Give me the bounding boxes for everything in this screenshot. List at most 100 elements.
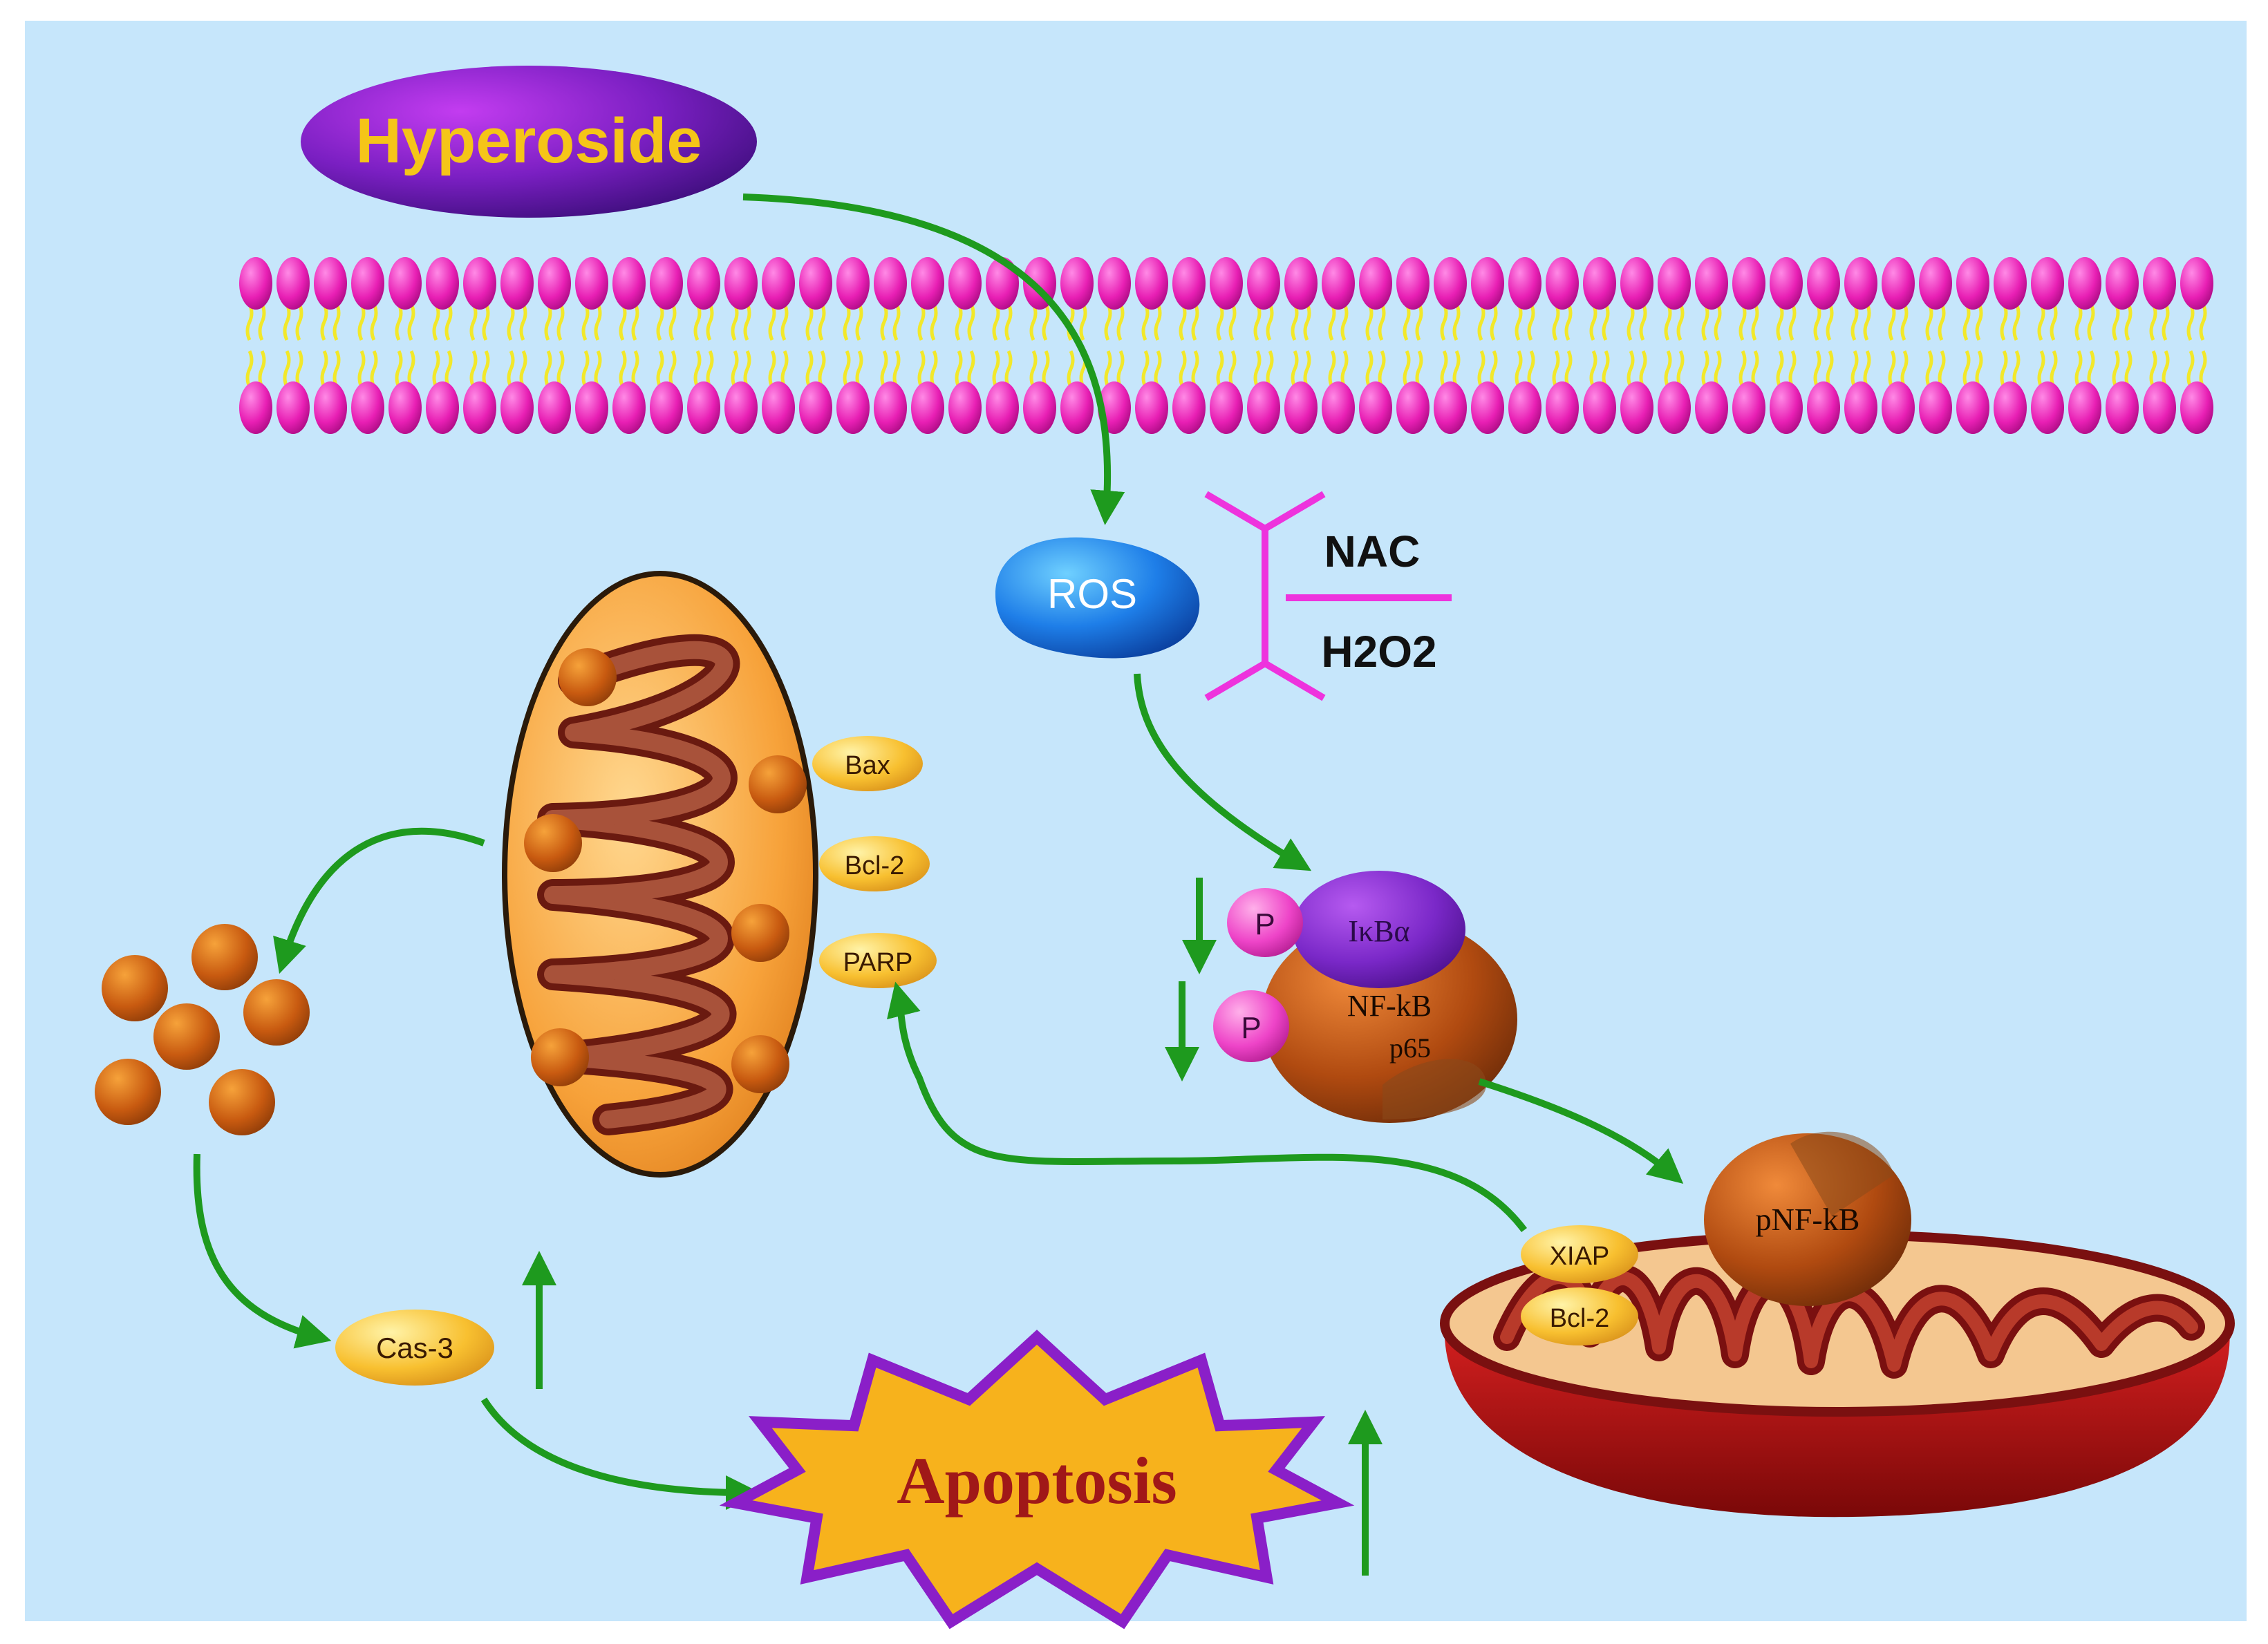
lipid-head bbox=[2106, 257, 2139, 310]
lipid-head bbox=[1770, 381, 1803, 434]
lipid-tail bbox=[2149, 303, 2157, 341]
lipid-tail bbox=[1850, 350, 1859, 388]
lipid-tail bbox=[1141, 303, 1150, 341]
lipid-tail bbox=[357, 350, 366, 388]
cas3-badge: Cas-3 bbox=[335, 1310, 494, 1386]
lipid-head bbox=[2068, 257, 2101, 310]
lipid-head bbox=[1844, 257, 1877, 310]
lipid-tail bbox=[1627, 303, 1635, 341]
lipid-tail bbox=[693, 303, 702, 341]
lipid-tail bbox=[2037, 303, 2045, 341]
lipid-tail bbox=[332, 350, 341, 388]
lipid-tail bbox=[1813, 303, 1821, 341]
lipid-head bbox=[1471, 257, 1504, 310]
lipid-tail bbox=[1938, 350, 1946, 388]
lipid-tail bbox=[1067, 350, 1075, 388]
lipid-tail bbox=[1925, 350, 1933, 388]
lipid-tail bbox=[1067, 303, 1075, 341]
lipid-head bbox=[1807, 257, 1840, 310]
lipid-head bbox=[1172, 381, 1206, 434]
lipid-tail bbox=[407, 303, 415, 341]
lipid-tail bbox=[1477, 303, 1486, 341]
lipid-head bbox=[314, 257, 347, 310]
lipid-head bbox=[1396, 381, 1430, 434]
lipid-tail bbox=[917, 350, 926, 388]
lipid-tail bbox=[469, 350, 478, 388]
lipid-tail bbox=[805, 350, 814, 388]
lipid-tail bbox=[855, 350, 863, 388]
lipid-tail bbox=[1116, 303, 1125, 341]
lipid-head bbox=[500, 257, 534, 310]
lipid-tail bbox=[370, 303, 378, 341]
lipid-tail bbox=[731, 303, 739, 341]
lipid-tail bbox=[1340, 303, 1349, 341]
lipid-head bbox=[277, 381, 310, 434]
lipid-tail bbox=[1079, 303, 1087, 341]
lipid-head bbox=[388, 381, 422, 434]
nucleus bbox=[1440, 1230, 2235, 1518]
lipid-tail bbox=[1776, 350, 1784, 388]
lipid-tail bbox=[1776, 303, 1784, 341]
lipid-tail bbox=[1042, 303, 1050, 341]
lipid-tail bbox=[1900, 350, 1909, 388]
lipid-tail bbox=[880, 350, 888, 388]
lipid-tail bbox=[1116, 350, 1125, 388]
nac-label: NAC bbox=[1324, 527, 1421, 576]
lipid-head bbox=[2106, 381, 2139, 434]
lipid-tail bbox=[768, 350, 776, 388]
lipid-tail bbox=[1564, 303, 1573, 341]
lipid-head bbox=[687, 257, 720, 310]
lipid-tail bbox=[1303, 350, 1311, 388]
lipid-head bbox=[2031, 381, 2064, 434]
lipid-tail bbox=[1552, 303, 1560, 341]
arrow-xiap-to-parp bbox=[886, 981, 1527, 1233]
lipid-head bbox=[1135, 257, 1168, 310]
lipid-head bbox=[463, 257, 496, 310]
lipid-tail bbox=[1340, 350, 1349, 388]
lipid-tail bbox=[395, 350, 403, 388]
xiap-badge: XIAP bbox=[1521, 1225, 1638, 1283]
lipid-tail bbox=[818, 350, 826, 388]
lipid-tail bbox=[1253, 303, 1262, 341]
lipid-tail bbox=[1589, 350, 1597, 388]
lipid-tail bbox=[1029, 303, 1038, 341]
lipid-tail bbox=[245, 303, 254, 341]
lipid-head bbox=[1359, 381, 1392, 434]
arrow-cas3-to-apoptosis bbox=[480, 1397, 760, 1510]
lipid-tail bbox=[743, 350, 751, 388]
lipid-tail bbox=[967, 350, 975, 388]
xiap-label: XIAP bbox=[1550, 1242, 1610, 1271]
lipid-tail bbox=[2074, 303, 2083, 341]
lipid-tail bbox=[1004, 303, 1013, 341]
lipid-head bbox=[1396, 257, 1430, 310]
lipid-head bbox=[1770, 257, 1803, 310]
lipid-tail bbox=[1191, 350, 1199, 388]
lipid-tail bbox=[1701, 350, 1709, 388]
lipid-tail bbox=[1216, 350, 1224, 388]
lipid-tail bbox=[1490, 350, 1498, 388]
lipid-head bbox=[1807, 381, 1840, 434]
lipid-head bbox=[2180, 381, 2213, 434]
lipid-tail bbox=[2087, 303, 2095, 341]
lipid-tail bbox=[668, 303, 677, 341]
lipid-tail bbox=[1938, 303, 1946, 341]
lipid-tail bbox=[295, 303, 303, 341]
lipid-tail bbox=[544, 303, 552, 341]
lipid-head bbox=[836, 257, 870, 310]
lipid-tail bbox=[1104, 303, 1112, 341]
lipid-tail bbox=[880, 303, 888, 341]
lipid-tail bbox=[1888, 303, 1896, 341]
lipid-tail bbox=[1328, 303, 1336, 341]
lipid-tail bbox=[1228, 350, 1237, 388]
nfkb-label: NF-kB bbox=[1347, 989, 1432, 1023]
lipid-tail bbox=[556, 303, 565, 341]
lipid-head bbox=[1994, 381, 2027, 434]
lipid-head bbox=[239, 381, 272, 434]
lipid-tail bbox=[631, 303, 639, 341]
lipid-tail bbox=[1266, 350, 1274, 388]
h2o2-label: H2O2 bbox=[1321, 627, 1436, 677]
lipid-tail bbox=[1303, 303, 1311, 341]
lipid-head bbox=[538, 381, 571, 434]
lipid-tail bbox=[1154, 350, 1162, 388]
lipid-tail bbox=[2087, 350, 2095, 388]
